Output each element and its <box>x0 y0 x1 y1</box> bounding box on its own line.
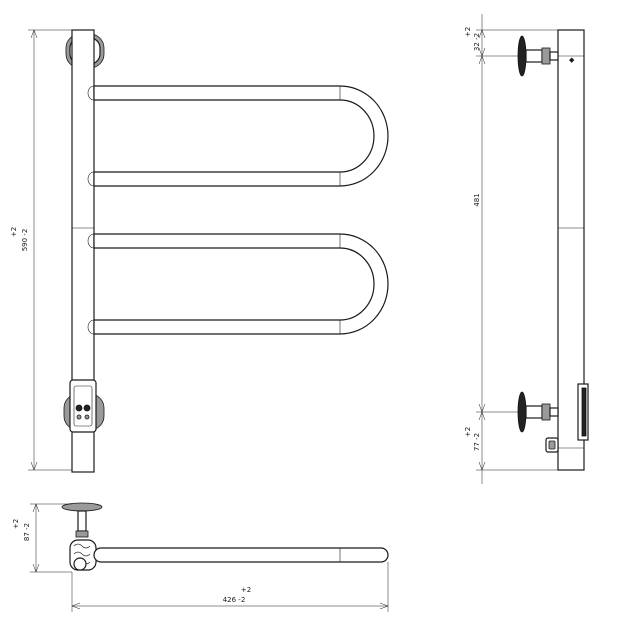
front-vertical-post <box>71 29 95 473</box>
dim-side-bottom-value: 77 -2 <box>473 433 481 451</box>
side-control-panel <box>577 383 589 441</box>
front-view <box>28 29 389 473</box>
dimension-wall-offset <box>30 503 72 573</box>
dimension-side-chain <box>476 14 558 484</box>
dim-side-top-tol: +2 <box>464 27 472 37</box>
side-cable-gland <box>545 437 559 453</box>
top-bar <box>93 547 389 563</box>
front-lower-loop <box>87 233 389 335</box>
dim-height-value: 590 -2 <box>21 229 29 252</box>
front-upper-loop <box>87 85 389 187</box>
side-vertical-bar <box>557 29 585 471</box>
top-fitting <box>69 539 97 571</box>
dim-side-mid-value: 481 <box>473 193 481 206</box>
top-view <box>30 502 389 612</box>
dimension-front-width <box>71 562 389 612</box>
dim-height-tol: +2 <box>10 227 18 237</box>
dim-width-value: 426 -2 <box>223 596 246 604</box>
svg-text:◆: ◆ <box>569 56 575 64</box>
front-control-box <box>69 379 97 433</box>
top-wall-plate <box>61 502 103 538</box>
dim-side-top-value: 32 -2 <box>473 33 481 51</box>
dim-width-tol: +2 <box>241 586 251 594</box>
side-view: ◆ <box>476 14 589 484</box>
dim-side-bottom-tol: +2 <box>464 427 472 437</box>
dimension-height-total <box>28 29 72 471</box>
dim-wall-offset-value: 87 -2 <box>23 523 31 541</box>
side-top-bracket: ◆ <box>517 35 575 77</box>
side-bottom-bracket <box>517 391 559 433</box>
dim-wall-offset-tol: +2 <box>12 519 20 529</box>
